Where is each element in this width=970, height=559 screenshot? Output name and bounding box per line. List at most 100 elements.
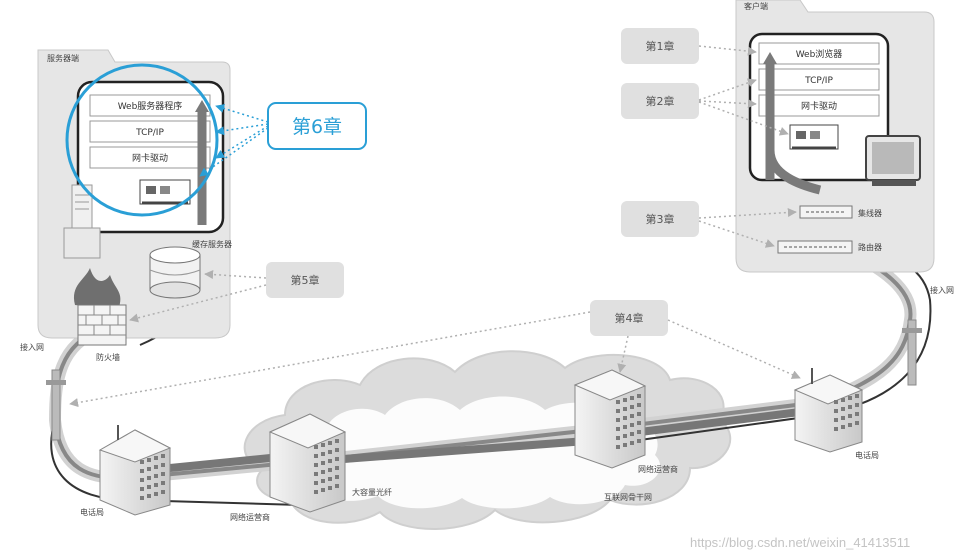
server-stack-tcpip-label: TCP/IP xyxy=(135,128,164,138)
server-stack-nic xyxy=(89,146,211,169)
building-window xyxy=(834,409,838,413)
building-window xyxy=(321,452,325,456)
client-monitor-icon xyxy=(865,135,921,186)
building-window xyxy=(335,475,339,479)
client-nic-card-icon xyxy=(789,124,839,150)
server-stack-web-label: Web服务器程序 xyxy=(118,100,183,112)
client-stack-nic-label: 网卡驱动 xyxy=(801,100,837,112)
telco-left-label: 电话局 xyxy=(80,507,104,517)
building-window xyxy=(335,466,339,470)
chapter4-arrows xyxy=(69,311,801,408)
building-window xyxy=(147,485,151,489)
building-window xyxy=(630,423,634,427)
building-window xyxy=(314,445,318,449)
building-window xyxy=(623,443,627,447)
chapter6-arrows xyxy=(199,104,269,177)
hub-label: 集线器 xyxy=(858,208,882,218)
chapter6-highlight-circle xyxy=(65,63,219,217)
chapter1-label: 第1章 xyxy=(646,39,675,53)
building-window xyxy=(848,423,852,427)
server-tower-icon xyxy=(63,184,101,259)
building-window xyxy=(848,414,852,418)
building-window xyxy=(140,469,144,473)
server-access-network-label: 接入网 xyxy=(20,342,44,352)
building-window xyxy=(616,445,620,449)
building-window xyxy=(154,492,158,496)
building-window xyxy=(616,436,620,440)
building-window xyxy=(321,443,325,447)
client-access-network-label: 接入网 xyxy=(930,285,954,295)
building-window xyxy=(321,479,325,483)
building-window xyxy=(147,476,151,480)
router-icon xyxy=(777,240,853,254)
building-window xyxy=(848,396,852,400)
building-window xyxy=(637,421,641,425)
client-chapter-arrows xyxy=(698,45,797,248)
building-window xyxy=(314,454,318,458)
building-window xyxy=(834,400,838,404)
building-window xyxy=(623,416,627,420)
building-window xyxy=(161,481,165,485)
building-window xyxy=(321,461,325,465)
building-window xyxy=(161,463,165,467)
building-window xyxy=(140,478,144,482)
building-window xyxy=(637,403,641,407)
building-window xyxy=(328,450,332,454)
backbone-label: 互联网骨干网 xyxy=(604,493,652,502)
telco-building-right-icon xyxy=(793,368,864,453)
building-window xyxy=(623,434,627,438)
building-window xyxy=(855,394,859,398)
building-window xyxy=(637,394,641,398)
building-window xyxy=(841,425,845,429)
building-window xyxy=(834,427,838,431)
chapter3-callout xyxy=(621,201,699,237)
chapter3-label: 第3章 xyxy=(646,212,675,226)
building-window xyxy=(855,421,859,425)
building-window xyxy=(630,396,634,400)
building-window xyxy=(616,409,620,413)
isp-building-left-icon xyxy=(268,413,347,513)
firewall-icon xyxy=(73,268,127,346)
building-window xyxy=(335,448,339,452)
watermark-text: https://blog.csdn.net/weixin_41413511 xyxy=(690,535,910,550)
building-window xyxy=(623,407,627,411)
client-panel-title: 客户端 xyxy=(744,1,768,11)
building-window xyxy=(841,407,845,411)
building-window xyxy=(154,474,158,478)
building-window xyxy=(335,439,339,443)
building-window xyxy=(147,458,151,462)
building-window xyxy=(328,468,332,472)
building-window xyxy=(335,457,339,461)
building-window xyxy=(314,481,318,485)
building-window xyxy=(841,416,845,420)
building-window xyxy=(154,456,158,460)
building-window xyxy=(147,494,151,498)
building-window xyxy=(616,427,620,431)
building-window xyxy=(161,490,165,494)
building-window xyxy=(834,418,838,422)
client-stack-browser-label: Web浏览器 xyxy=(796,48,843,60)
building-window xyxy=(328,441,332,445)
building-window xyxy=(314,472,318,476)
client-stack-nic xyxy=(758,94,880,117)
building-window xyxy=(154,465,158,469)
building-window xyxy=(630,414,634,418)
building-window xyxy=(637,439,641,443)
building-window xyxy=(335,484,339,488)
client-stack-arrow xyxy=(765,62,822,195)
building-window xyxy=(855,403,859,407)
client-stack-tcpip xyxy=(758,68,880,91)
building-window xyxy=(623,398,627,402)
chapter1-callout xyxy=(621,28,699,64)
chapter5-arrows xyxy=(129,270,267,323)
utility-pole-right xyxy=(902,319,922,386)
building-window xyxy=(841,398,845,402)
isp-right-label: 网络运营商 xyxy=(638,464,678,474)
telco-building-left-icon xyxy=(98,425,172,516)
client-stack-browser xyxy=(758,42,880,65)
building-window xyxy=(630,441,634,445)
building-window xyxy=(637,412,641,416)
server-nic-card-icon xyxy=(139,179,191,205)
building-window xyxy=(140,460,144,464)
